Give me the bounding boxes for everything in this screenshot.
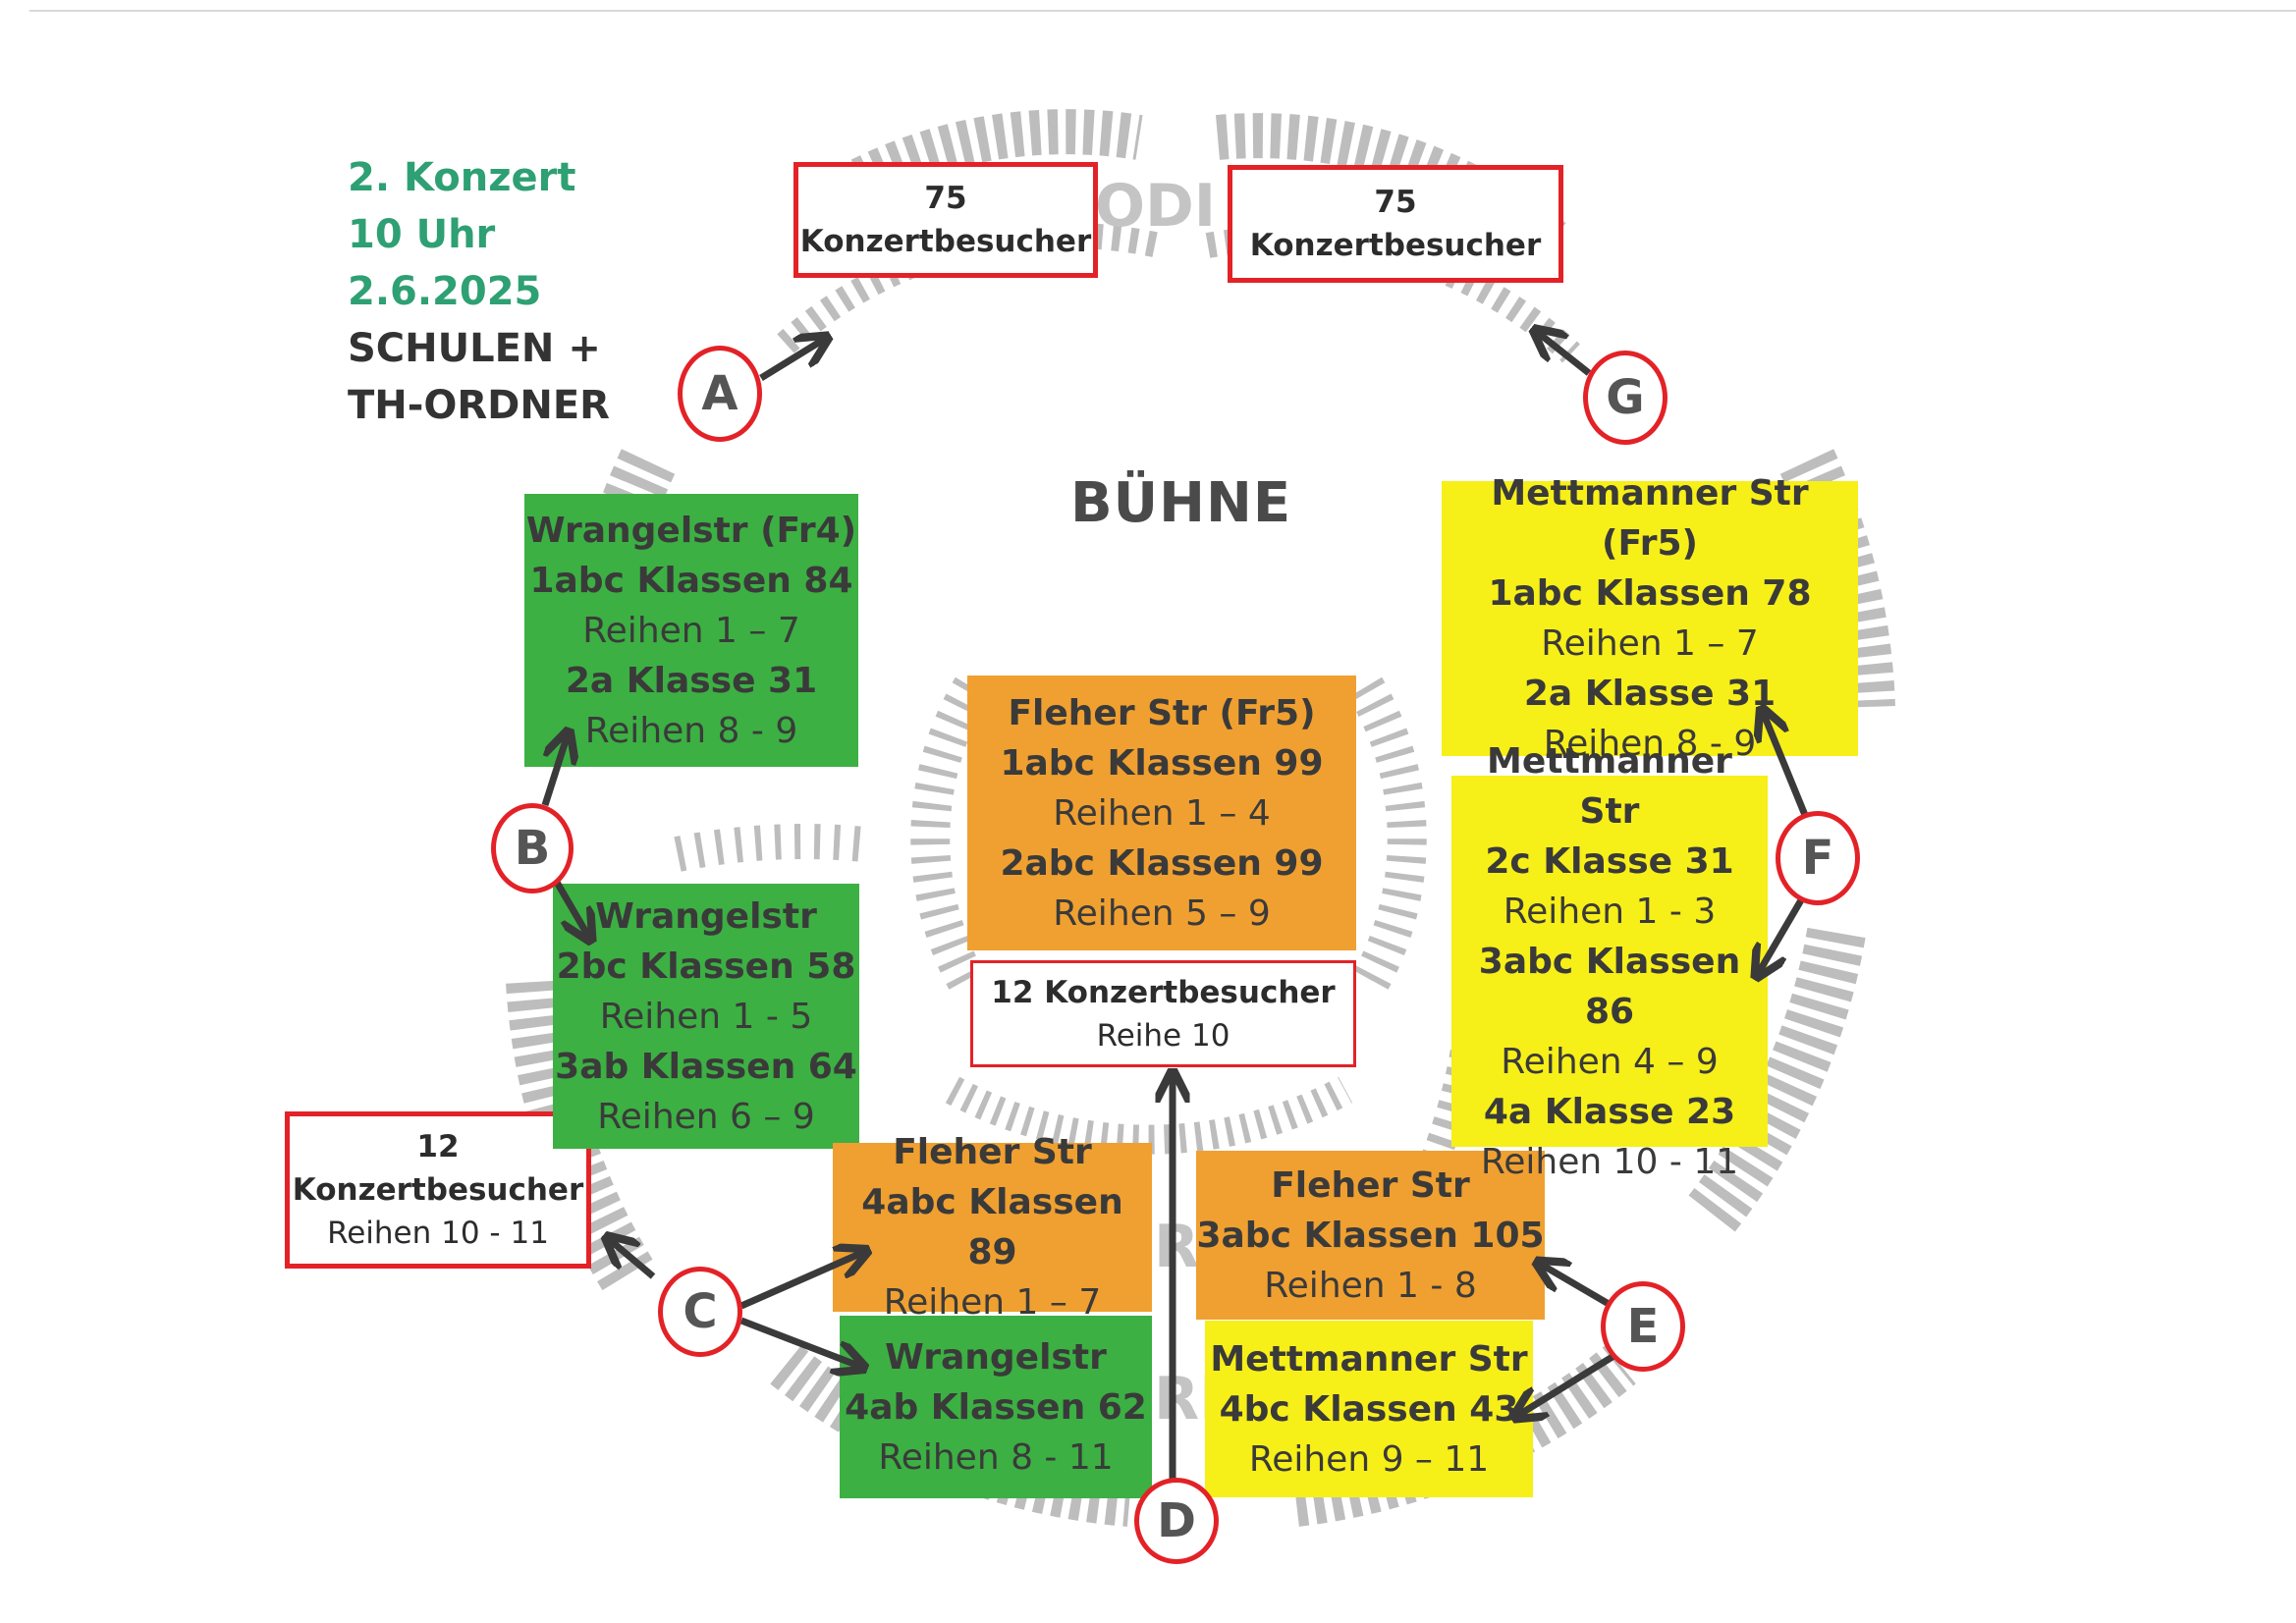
entrance-marker-c: C: [658, 1267, 742, 1357]
visitors-top-right: 75 Konzertbesucher: [1228, 165, 1563, 283]
block-classes: 3abc Klassen 86: [1478, 941, 1741, 1032]
page-top-border: [29, 10, 2296, 12]
block-title: Fleher Str (Fr5): [1008, 692, 1316, 733]
block-rows: Reihen 1 - 5: [599, 996, 813, 1037]
block-classes: 2bc Klassen 58: [556, 946, 856, 987]
block-rows: Reihen 6 – 9: [597, 1096, 815, 1137]
audience-line-1: SCHULEN +: [348, 326, 601, 371]
visitors-rows: Reihe 10: [1096, 1017, 1230, 1054]
concert-date: 2.6.2025: [348, 269, 542, 314]
entrance-marker-d: D: [1134, 1478, 1219, 1564]
block-title: Wrangelstr: [885, 1336, 1107, 1378]
visitors-count: 75: [924, 181, 967, 216]
block-title: Fleher Str: [1271, 1164, 1470, 1206]
block-rows: Reihen 1 – 7: [582, 610, 800, 651]
block-wrangelstr-mid: Wrangelstr 2bc Klassen 58 Reihen 1 - 5 3…: [553, 884, 859, 1149]
visitors-left: 12 Konzertbesucher Reihen 10 - 11: [285, 1111, 591, 1269]
entrance-marker-b: B: [491, 803, 574, 893]
concert-title: 2. Konzert: [348, 155, 576, 200]
visitors-center: 12 Konzertbesucher Reihe 10: [970, 960, 1356, 1067]
visitors-top-left: 75 Konzertbesucher: [793, 162, 1098, 278]
entrance-marker-e: E: [1601, 1281, 1685, 1372]
block-title: Mettmanner Str: [1210, 1338, 1528, 1380]
block-rows: Reihen 1 – 7: [1541, 623, 1759, 664]
visitors-label: 12 Konzertbesucher: [991, 974, 1336, 1010]
block-wrangelstr-fr4: Wrangelstr (Fr4) 1abc Klassen 84 Reihen …: [524, 494, 858, 767]
visitors-rows: Reihen 10 - 11: [327, 1216, 549, 1251]
block-mettmanner-fr5: Mettmanner Str (Fr5) 1abc Klassen 78 Rei…: [1442, 473, 1858, 764]
block-rows: Reihen 5 – 9: [1053, 893, 1271, 934]
visitors-count: 75: [1374, 185, 1417, 220]
entrance-marker-g: G: [1583, 351, 1667, 445]
block-classes: 3ab Klassen 64: [555, 1046, 857, 1087]
block-classes: 4ab Klassen 62: [845, 1386, 1147, 1428]
visitors-label: Konzertbesucher: [799, 224, 1092, 259]
entrance-marker-f: F: [1776, 811, 1860, 905]
block-mettmanner-low: Mettmanner Str 4bc Klassen 43 Reihen 9 –…: [1205, 1321, 1533, 1497]
block-fleher-right: Fleher Str 3abc Klassen 105 Reihen 1 - 8: [1196, 1151, 1545, 1320]
visitors-label: Konzertbesucher: [292, 1172, 584, 1208]
block-rows: Reihen 9 – 11: [1248, 1438, 1490, 1480]
visitors-label: Konzertbesucher: [1249, 228, 1542, 263]
block-classes: 3abc Klassen 105: [1196, 1215, 1545, 1256]
block-rows: Reihen 4 – 9: [1501, 1041, 1719, 1082]
block-title: Mettmanner Str: [1487, 740, 1732, 832]
block-classes: 2abc Klassen 99: [1000, 842, 1324, 884]
block-classes: 2a Klasse 31: [565, 660, 818, 701]
block-rows: Reihen 1 – 4: [1053, 792, 1271, 834]
block-mettmanner-mid: Mettmanner Str 2c Klasse 31 Reihen 1 - 3…: [1451, 741, 1768, 1182]
block-fleher-fr5: Fleher Str (Fr5) 1abc Klassen 99 Reihen …: [967, 676, 1356, 950]
block-classes: 1abc Klassen 84: [529, 560, 853, 601]
block-title: Fleher Str: [893, 1132, 1092, 1172]
entrance-marker-a: A: [678, 346, 762, 442]
stage-label: BÜHNE: [1070, 471, 1292, 535]
visitors-count: 12: [416, 1129, 460, 1164]
block-rows: Reihen 1 - 3: [1503, 891, 1717, 932]
svg-text:ODI: ODI: [1095, 172, 1216, 241]
block-classes: 4bc Klassen 43: [1219, 1388, 1519, 1430]
block-rows: Reihen 8 - 9: [584, 710, 798, 751]
block-classes: 2a Klasse 31: [1523, 674, 1777, 714]
block-rows: Reihen 1 – 7: [883, 1282, 1102, 1323]
block-classes: 2c Klasse 31: [1485, 840, 1734, 882]
block-rows: Reihen 10 - 11: [1480, 1141, 1739, 1182]
block-classes: 4abc Klassen 89: [861, 1182, 1123, 1272]
block-rows: Reihen 1 - 8: [1264, 1265, 1477, 1306]
block-rows: Reihen 8 - 9: [1543, 724, 1757, 764]
block-wrangelstr-low: Wrangelstr 4ab Klassen 62 Reihen 8 - 11: [840, 1316, 1152, 1498]
block-title: Wrangelstr (Fr4): [525, 510, 857, 551]
block-classes: 1abc Klassen 78: [1488, 573, 1812, 614]
concert-time: 10 Uhr: [348, 212, 496, 257]
block-fleher-left: Fleher Str 4abc Klassen 89 Reihen 1 – 7: [833, 1132, 1152, 1323]
block-title: Mettmanner Str (Fr5): [1491, 473, 1809, 564]
block-rows: Reihen 8 - 11: [878, 1436, 1114, 1478]
block-classes: 1abc Klassen 99: [1000, 742, 1324, 784]
block-title: Wrangelstr: [595, 895, 817, 937]
audience-line-2: TH-ORDNER: [348, 383, 610, 428]
block-classes: 4a Klasse 23: [1483, 1091, 1736, 1132]
svg-text:R: R: [1154, 1213, 1199, 1281]
